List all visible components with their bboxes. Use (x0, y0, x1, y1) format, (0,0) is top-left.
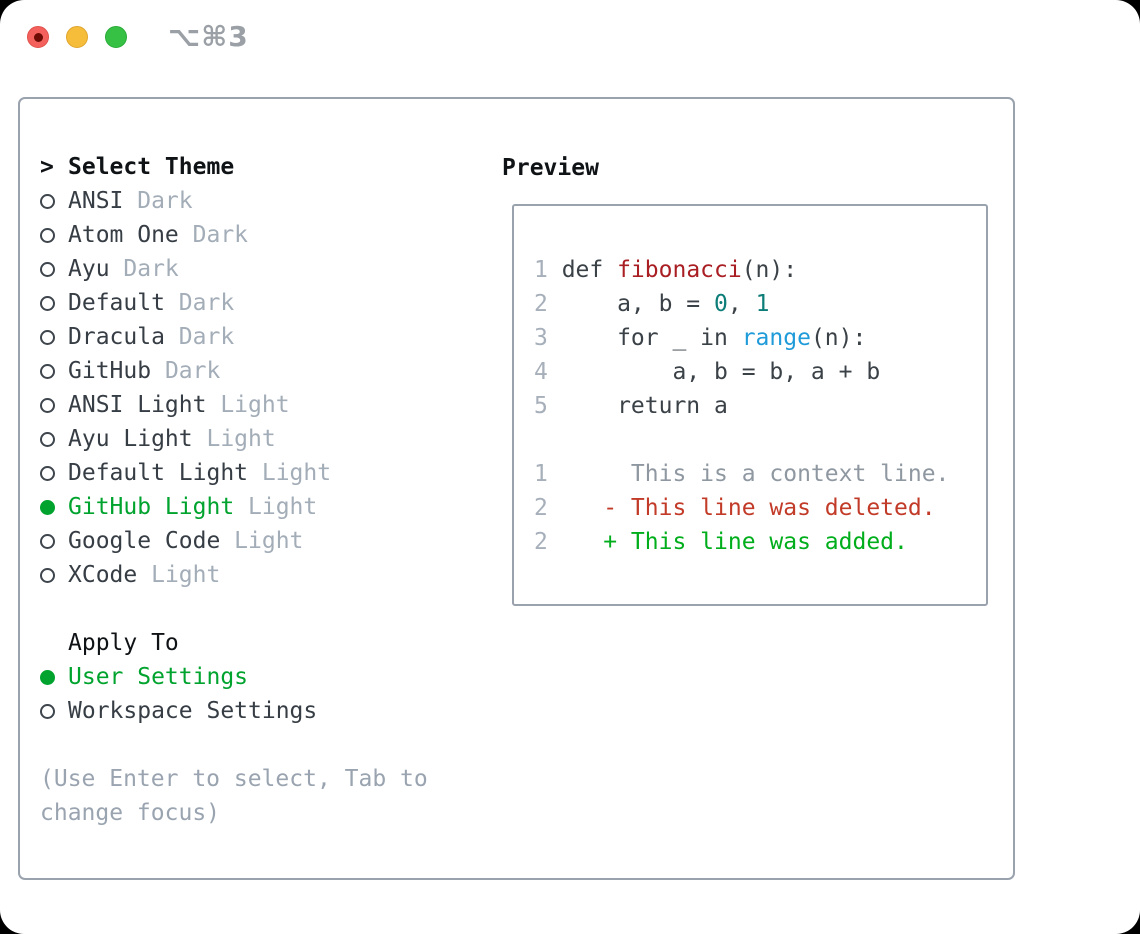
theme-variant-tag: Dark (178, 290, 235, 316)
theme-picker-panel: > Select Theme ANSI Dark Atom One Dark A… (18, 97, 1015, 880)
theme-option-default-dark[interactable]: Default Dark (40, 286, 331, 320)
theme-variant-tag: Dark (192, 222, 249, 248)
radio-selected-icon (40, 499, 68, 515)
number-token: 0 (714, 291, 728, 317)
apply-option-user-settings[interactable]: User Settings (40, 660, 317, 694)
theme-variant-tag: Light (151, 562, 221, 588)
close-button[interactable] (27, 26, 49, 48)
theme-option-github-light[interactable]: GitHub Light Light (40, 490, 331, 524)
theme-variant-tag: Dark (164, 358, 221, 384)
radio-icon (40, 227, 68, 243)
titlebar: ⌥⌘3 (0, 0, 1140, 75)
theme-list: > Select Theme ANSI Dark Atom One Dark A… (40, 150, 331, 592)
theme-option-default-light[interactable]: Default Light Light (40, 456, 331, 490)
traffic-lights (27, 26, 127, 48)
minimize-button[interactable] (66, 26, 88, 48)
theme-option-xcode-light[interactable]: XCode Light (40, 558, 331, 592)
apply-to-title: Apply To (68, 630, 179, 656)
code-line: 5 return a (534, 393, 728, 419)
radio-icon (40, 193, 68, 209)
theme-variant-tag: Light (261, 460, 332, 486)
radio-icon (40, 295, 68, 311)
select-theme-header: > Select Theme (40, 150, 331, 184)
select-theme-title: Select Theme (68, 154, 235, 180)
radio-icon (40, 567, 68, 583)
radio-selected-icon (40, 669, 68, 685)
radio-icon (40, 329, 68, 345)
theme-option-atom-one-dark[interactable]: Atom One Dark (40, 218, 331, 252)
radio-icon (40, 431, 68, 447)
radio-icon (40, 703, 68, 719)
theme-option-github-dark[interactable]: GitHub Dark (40, 354, 331, 388)
function-name-token: fibonacci (617, 257, 742, 283)
preview-title: Preview (502, 155, 599, 181)
radio-icon (40, 363, 68, 379)
blank-line (534, 423, 986, 457)
radio-icon (40, 397, 68, 413)
theme-variant-tag: Light (234, 528, 304, 554)
code-line: 3 for _ in range(n): (534, 325, 867, 351)
prompt-caret-icon: > (40, 154, 54, 180)
number-token: 1 (755, 291, 770, 317)
theme-variant-tag: Light (220, 392, 290, 418)
theme-option-dracula-dark[interactable]: Dracula Dark (40, 320, 331, 354)
theme-option-ansi-dark[interactable]: ANSI Dark (40, 184, 331, 218)
theme-variant-tag: Light (248, 494, 318, 520)
radio-icon (40, 533, 68, 549)
unsaved-indicator-dot (33, 32, 43, 42)
theme-option-ayu-light[interactable]: Ayu Light Light (40, 422, 331, 456)
apply-option-workspace-settings[interactable]: Workspace Settings (40, 694, 317, 728)
theme-variant-tag: Dark (123, 256, 179, 282)
zoom-button[interactable] (105, 26, 127, 48)
code-line: 2 a, b = 0, 1 (534, 291, 770, 317)
theme-option-ansi-light[interactable]: ANSI Light Light (40, 388, 331, 422)
diff-context-line: 1 This is a context line. (534, 461, 950, 487)
radio-icon (40, 261, 68, 277)
diff-added-line: 2 + This line was added. (534, 529, 908, 555)
theme-variant-tag: Light (206, 426, 276, 452)
theme-variant-tag: Dark (137, 188, 193, 214)
builtin-token: range (741, 325, 811, 351)
theme-option-ayu-dark[interactable]: Ayu Dark (40, 252, 331, 286)
apply-to-section: Apply To User Settings Workspace Setting… (40, 626, 317, 728)
theme-option-google-code-light[interactable]: Google Code Light (40, 524, 331, 558)
window-title: ⌥⌘3 (168, 20, 249, 53)
keyboard-hint: (Use Enter to select, Tab to change focu… (40, 766, 428, 826)
radio-icon (40, 465, 68, 481)
code-line: 4 a, b = b, a + b (534, 359, 881, 385)
theme-variant-tag: Dark (178, 324, 235, 350)
diff-deleted-line: 2 - This line was deleted. (534, 495, 936, 521)
